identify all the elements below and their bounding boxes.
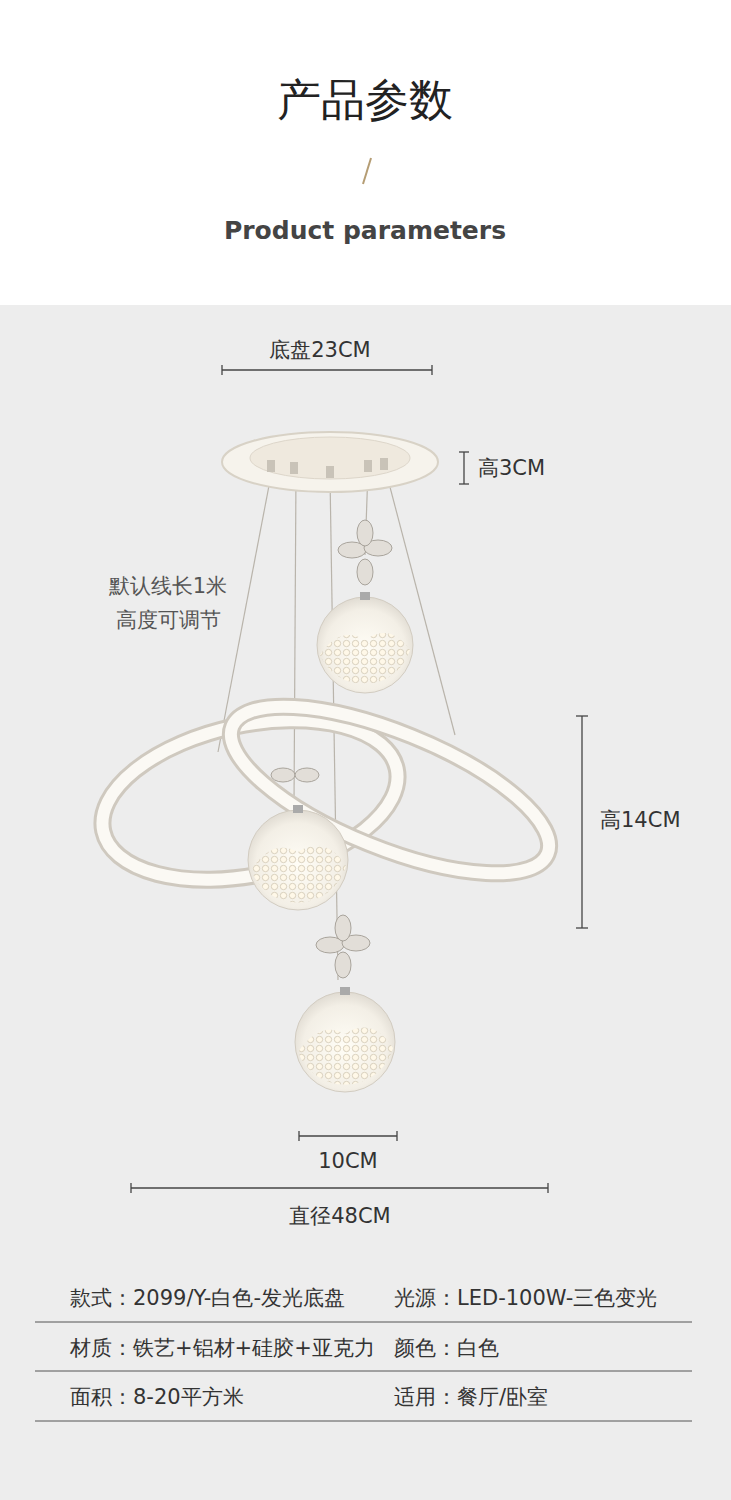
table-cell: 款式：2099/Y-白色-发光底盘 — [70, 1284, 345, 1312]
table-cell: 光源：LED-100W-三色变光 — [394, 1284, 657, 1312]
table-cell: 颜色：白色 — [394, 1334, 499, 1362]
decor-slash — [363, 158, 371, 184]
table-cell: 材质：铁艺+铝材+硅胶+亚克力 — [70, 1334, 375, 1362]
dimension-label: 直径48CM — [289, 1202, 391, 1230]
page-title: 产品参数 — [277, 71, 453, 130]
dimension-label: 10CM — [318, 1149, 378, 1173]
table-cell: 适用：餐厅/卧室 — [394, 1383, 548, 1411]
subtitle: Product parameters — [224, 216, 506, 245]
dimension-line — [131, 365, 588, 1193]
globe-shade — [248, 592, 413, 1092]
note: 默认线长1米 高度可调节 — [97, 570, 239, 637]
dimension-label: 高3CM — [478, 454, 545, 482]
canopy — [222, 432, 438, 492]
dimension-label: 高14CM — [600, 806, 681, 834]
table-cell: 面积：8-20平方米 — [70, 1383, 244, 1411]
table-rule — [35, 1322, 692, 1421]
dimension-label: 底盘23CM — [269, 336, 371, 364]
ring-light — [88, 673, 570, 908]
